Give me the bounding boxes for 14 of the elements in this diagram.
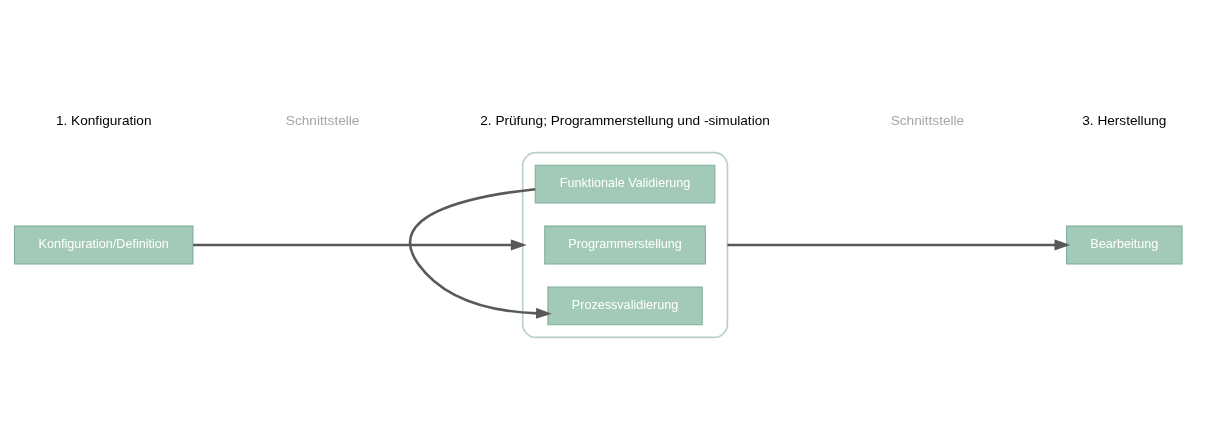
node-box: Programmerstellung (544, 225, 706, 265)
arrow (727, 239, 1071, 251)
label: 1. Konfiguration (55, 112, 152, 128)
node-box: Funktionale Validierung (534, 164, 716, 204)
label: 3. Herstellung (1082, 112, 1167, 128)
label: Schnittstelle (890, 112, 965, 128)
node-box: Konfiguration/Definition (13, 225, 194, 265)
node-box: Bearbeitung (1066, 225, 1183, 265)
cluster (521, 151, 729, 339)
node-box: Prozessvalidierung (547, 286, 703, 326)
label: Schnittstelle (285, 112, 360, 128)
label: 2. Prüfung; Programmerstellung und -simulation (480, 112, 770, 128)
arrow (409, 187, 552, 319)
arrow (193, 239, 527, 251)
